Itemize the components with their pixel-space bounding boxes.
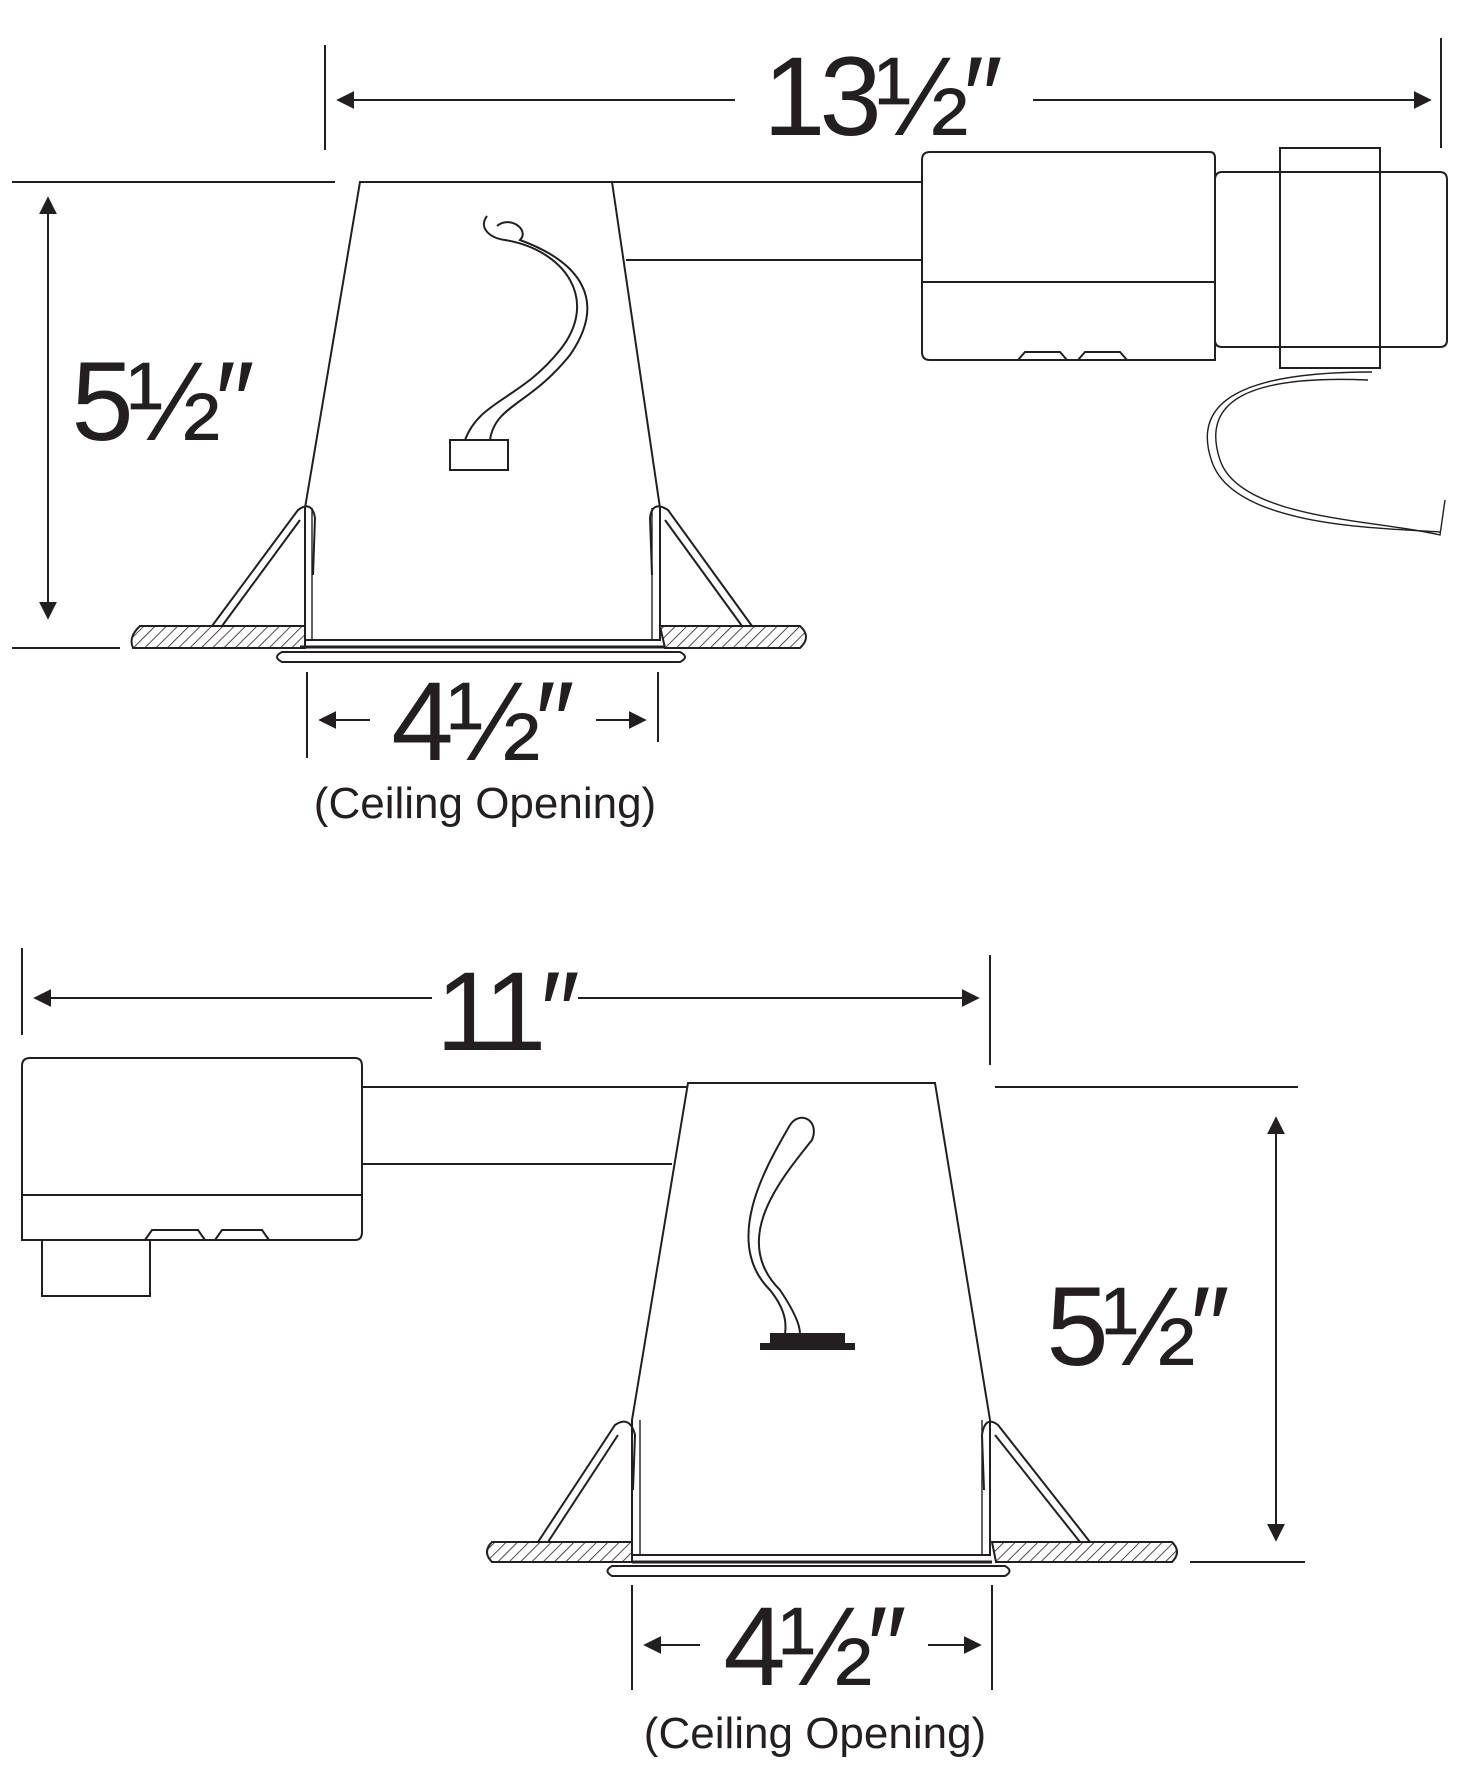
bottom-socket-wire bbox=[747, 1116, 855, 1350]
top-socket-icon bbox=[449, 439, 509, 471]
top-height-dimension: 5½″ bbox=[12, 181, 335, 649]
bottom-fixture-diagram: 11″ 5½″ bbox=[21, 948, 1305, 1758]
top-width-label: 13½″ bbox=[763, 34, 1001, 159]
bottom-opening-label: 4½″ bbox=[723, 1584, 905, 1709]
bottom-junction-box bbox=[21, 1057, 363, 1297]
bottom-ceiling-right bbox=[990, 1541, 1178, 1563]
bottom-mounting-arm bbox=[362, 1086, 688, 1165]
top-cable bbox=[1206, 371, 1446, 536]
top-opening-label: 4½″ bbox=[391, 659, 573, 784]
top-housing-can bbox=[304, 181, 661, 641]
bottom-opening-note: (Ceiling Opening) bbox=[644, 1709, 986, 1758]
top-socket-wire bbox=[449, 215, 589, 471]
bottom-mounting-clips bbox=[537, 1420, 1091, 1543]
bottom-width-label: 11″ bbox=[436, 949, 578, 1074]
top-mounting-clips bbox=[211, 505, 753, 627]
bottom-height-dimension: 5½″ bbox=[995, 1086, 1305, 1563]
bottom-height-label: 5½″ bbox=[1046, 1264, 1228, 1389]
top-opening-note: (Ceiling Opening) bbox=[314, 779, 656, 828]
top-mounting-arm bbox=[612, 181, 922, 261]
bottom-socket-icon bbox=[770, 1333, 845, 1343]
bottom-connector bbox=[41, 1239, 151, 1297]
bottom-opening-dimension: 4½″ (Ceiling Opening) bbox=[631, 1584, 993, 1758]
bottom-ceiling-left bbox=[486, 1541, 633, 1563]
bottom-housing-can bbox=[631, 1082, 991, 1556]
bottom-width-dimension: 11″ bbox=[21, 948, 991, 1074]
top-ceiling-right bbox=[658, 625, 807, 649]
top-driver-box bbox=[1214, 147, 1448, 369]
top-width-dimension: 13½″ bbox=[324, 34, 1442, 159]
bottom-trim-ring bbox=[606, 1560, 1011, 1577]
top-ceiling-section bbox=[130, 625, 807, 649]
bottom-ceiling-section bbox=[486, 1541, 1178, 1563]
top-height-label: 5½″ bbox=[71, 339, 253, 464]
top-trim-ring bbox=[276, 645, 686, 663]
top-fixture-diagram: 13½″ 5½″ bbox=[12, 34, 1448, 828]
top-junction-box bbox=[921, 151, 1216, 361]
top-ceiling-left bbox=[130, 625, 306, 649]
top-opening-dimension: 4½″ (Ceiling Opening) bbox=[306, 659, 659, 828]
